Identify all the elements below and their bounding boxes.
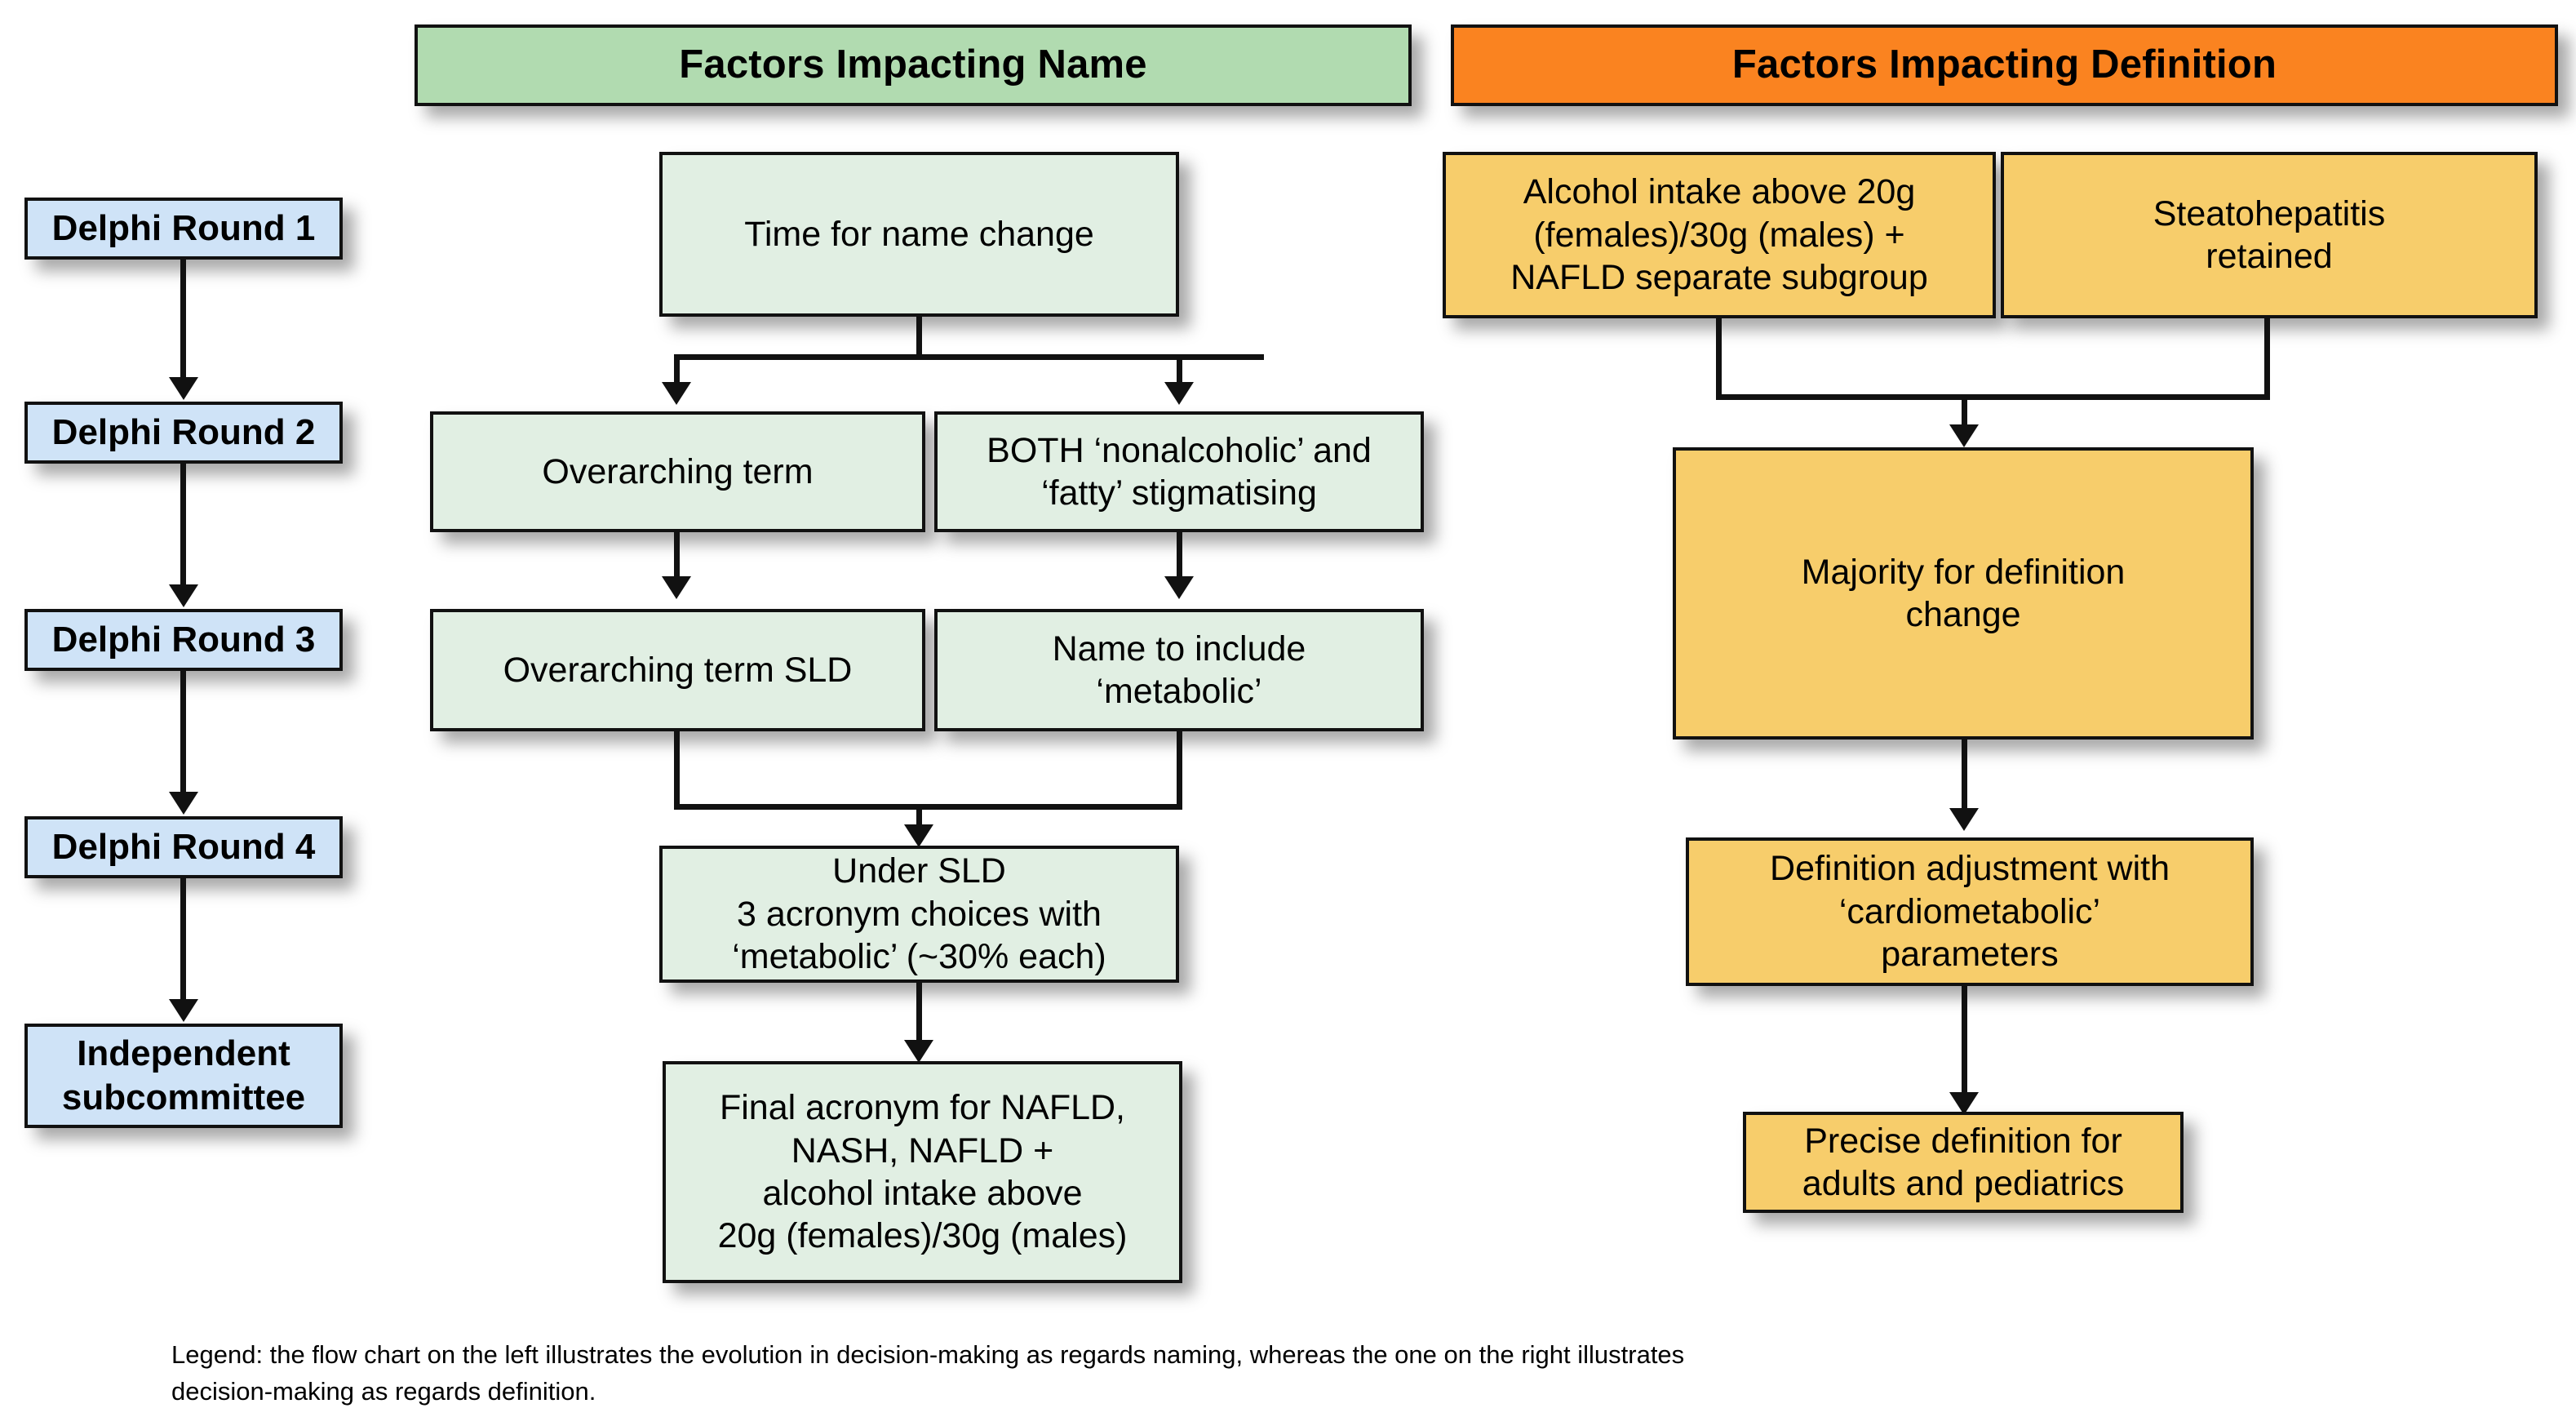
connector-def-majority-adjustment [1962, 740, 1967, 815]
connector-name-sld-merge-stem [916, 804, 922, 830]
delphi-round-4-box: Delphi Round 4 [24, 816, 343, 878]
arrowhead-round2-round3 [169, 584, 198, 607]
connector-name-stigmatising-down [1177, 532, 1182, 581]
name-final-acronym-box: Final acronym for NAFLD, NASH, NAFLD + a… [663, 1061, 1182, 1283]
definition-precise-definition-box: Precise definition for adults and pediat… [1743, 1112, 2184, 1213]
connector-name-sld-merge-right [1177, 731, 1182, 810]
definition-adjustment-cardiometabolic-box: Definition adjustment with ‘cardiometabo… [1686, 837, 2254, 986]
arrowhead-round4-subcommittee [169, 999, 198, 1022]
arrowhead-name-under-sld [904, 824, 933, 847]
header-factors-impacting-definition: Factors Impacting Definition [1451, 24, 2558, 106]
arrowhead-name-final-acronym [904, 1040, 933, 1063]
connector-def-merge-left [1716, 318, 1722, 400]
name-overarching-term-box: Overarching term [430, 411, 925, 532]
arrowhead-name-overarching-term [662, 382, 691, 405]
independent-subcommittee-box: Independent subcommittee [24, 1024, 343, 1128]
connector-name-r1-fork [674, 354, 1264, 360]
connector-name-r1-right-drop [1177, 354, 1182, 387]
arrowhead-round3-round4 [169, 792, 198, 815]
arrowhead-round1-round2 [169, 377, 198, 400]
name-both-stigmatising-box: BOTH ‘nonalcoholic’ and ‘fatty’ stigmati… [934, 411, 1424, 532]
name-under-sld-box: Under SLD 3 acronym choices with ‘metabo… [659, 846, 1179, 983]
name-time-for-change-box: Time for name change [659, 152, 1179, 317]
connector-def-merge-stem [1962, 394, 1967, 432]
definition-majority-for-change-box: Majority for definition change [1673, 447, 2254, 740]
connector-name-r1-stem [916, 317, 922, 359]
definition-steatohepatitis-retained-box: Steatohepatitis retained [2001, 152, 2538, 318]
arrowhead-name-both-stigmatising [1164, 382, 1194, 405]
connector-round3-round4 [180, 671, 186, 805]
connector-name-r1-left-drop [674, 354, 680, 387]
name-include-metabolic-box: Name to include ‘metabolic’ [934, 609, 1424, 731]
delphi-round-1-box: Delphi Round 1 [24, 198, 343, 260]
arrowhead-name-include-metabolic [1164, 576, 1194, 599]
connector-round4-subcommittee [180, 878, 186, 1012]
connector-name-under-sld-final [916, 983, 922, 1045]
delphi-round-2-box: Delphi Round 2 [24, 402, 343, 464]
arrowhead-def-precise [1949, 1092, 1979, 1115]
header-factors-impacting-name: Factors Impacting Name [415, 24, 1412, 106]
arrowhead-def-majority [1949, 424, 1979, 447]
definition-alcohol-intake-box: Alcohol intake above 20g (females)/30g (… [1443, 152, 1996, 318]
connector-round1-round2 [180, 260, 186, 390]
connector-def-adjustment-precise [1962, 986, 1967, 1100]
arrowhead-name-overarching-sld [662, 576, 691, 599]
connector-name-overarching-down [674, 532, 680, 581]
legend-caption: Legend: the flow chart on the left illus… [171, 1340, 1685, 1406]
arrowhead-def-adjustment [1949, 808, 1979, 831]
connector-name-sld-merge-bar [674, 804, 1182, 810]
connector-name-sld-merge-left [674, 731, 680, 810]
delphi-round-3-box: Delphi Round 3 [24, 609, 343, 671]
connector-round2-round3 [180, 464, 186, 597]
connector-def-merge-bar [1716, 394, 2270, 400]
name-overarching-term-sld-box: Overarching term SLD [430, 609, 925, 731]
connector-def-merge-right [2264, 318, 2270, 400]
